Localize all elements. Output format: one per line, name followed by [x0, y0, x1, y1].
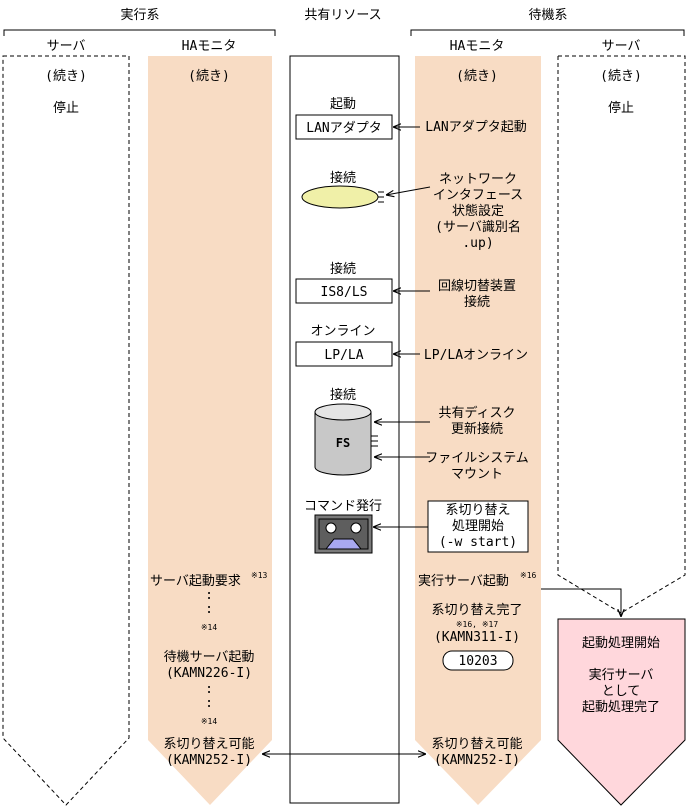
note-13: ※13 [251, 571, 268, 580]
connect-label-1: 接続 [330, 170, 356, 186]
dots-1: : [205, 588, 213, 603]
lane-active-server [2, 55, 130, 806]
col-standby-monitor: HAモニタ [450, 39, 505, 54]
col-standby-server: サーバ [602, 39, 641, 54]
switch-start-1: 系切り替え [445, 503, 510, 518]
nif-line5: .up) [462, 236, 493, 251]
dots-4: : [205, 696, 213, 711]
network-interface-port-icon [378, 191, 384, 203]
lane-standby-server-active [557, 618, 686, 806]
connect-label-2: 接続 [330, 261, 356, 277]
start-done-2: として [602, 684, 641, 699]
arrow-network-interface [386, 186, 431, 195]
lan-adapter-start: LANアダプタ起動 [425, 120, 526, 135]
lan-adapter-label: LANアダプタ [306, 121, 381, 136]
note-14a: ※14 [201, 623, 218, 632]
line-switch-1: 回線切替装置 [438, 278, 516, 294]
nif-line2: インタフェース [433, 188, 523, 203]
bracket-standby-system [410, 29, 685, 36]
is8-ls-box [295, 278, 393, 304]
note-16a: ※16 [520, 571, 537, 580]
lan-adapter-box [295, 114, 393, 140]
start-done-3: 起動処理完了 [582, 700, 660, 715]
standby-server-continued: (続き) [600, 69, 642, 84]
dots-3: : [205, 682, 213, 697]
command-issue-label: コマンド発行 [304, 499, 382, 514]
header-active-system: 実行系 [120, 7, 159, 23]
standby-monitor-continued: (続き) [456, 69, 498, 84]
active-monitor-continued: (続き) [188, 69, 230, 84]
code-10203-badge [442, 650, 514, 671]
is8-ls-label: IS8/LS [321, 285, 368, 300]
command-terminal-icon [314, 514, 373, 554]
start-label: 起動 [330, 97, 356, 112]
col-active-server: サーバ [47, 39, 86, 54]
online-label: オンライン [310, 324, 375, 339]
active-switch-ready-line2: (KAMN252-I) [166, 753, 252, 768]
nif-line3: 状態設定 [452, 203, 504, 219]
kamn311: (KAMN311-I) [434, 630, 520, 645]
lp-la-box [295, 341, 393, 367]
lane-active-monitor [148, 56, 272, 805]
lp-la-online: LP/LAオンライン [424, 348, 528, 363]
arrow-exec-server-start [541, 588, 621, 617]
active-switch-ready-line1: 系切り替え可能 [163, 737, 254, 752]
switch-done: 系切り替え完了 [431, 603, 522, 618]
standby-server-stopped: 停止 [608, 100, 634, 116]
standby-start-line1: 待機サーバ起動 [164, 650, 255, 665]
standby-switch-ready-line2: (KAMN252-I) [434, 753, 520, 768]
dots-2: : [205, 602, 213, 617]
disk-icon [314, 403, 378, 476]
fs-label: FS [336, 436, 350, 450]
lp-la-label: LP/LA [324, 348, 363, 363]
switch-start-3: (-w start) [439, 535, 517, 550]
standby-switch-ready-line1: 系切り替え可能 [431, 737, 522, 752]
active-server-stopped: 停止 [53, 100, 79, 116]
start-done-1: 実行サーバ [589, 667, 654, 683]
disk-update-1: 共有ディスク [438, 405, 515, 421]
header-standby-system: 待機系 [528, 8, 567, 23]
disk-update-2: 更新接続 [451, 421, 503, 437]
nif-line1: ネットワーク [439, 172, 517, 187]
active-server-continued: (続き) [45, 69, 87, 84]
connect-label-3: 接続 [330, 387, 356, 403]
start-processing: 起動処理開始 [582, 636, 660, 651]
line-switch-2: 接続 [464, 294, 490, 310]
fs-mount-2: マウント [451, 467, 503, 482]
note-16-17: ※16, ※17 [456, 620, 498, 629]
network-interface-icon [301, 185, 379, 209]
fs-mount-1: ファイルシステム [425, 451, 529, 466]
switch-start-2: 処理開始 [452, 519, 504, 534]
lane-standby-server-upper [557, 55, 686, 614]
col-active-monitor: HAモニタ [182, 39, 237, 54]
header-shared-resources: 共有リソース [304, 8, 381, 23]
bracket-active-system [3, 29, 276, 36]
standby-start-line2: (KAMN226-I) [166, 666, 252, 681]
server-start-request: サーバ起動要求 [150, 574, 241, 589]
exec-server-start: 実行サーバ起動 [418, 573, 509, 589]
note-14b: ※14 [201, 717, 218, 726]
nif-line4: (サーバ識別名 [435, 219, 521, 235]
code-10203: 10203 [458, 654, 497, 669]
lane-standby-monitor [415, 56, 541, 805]
